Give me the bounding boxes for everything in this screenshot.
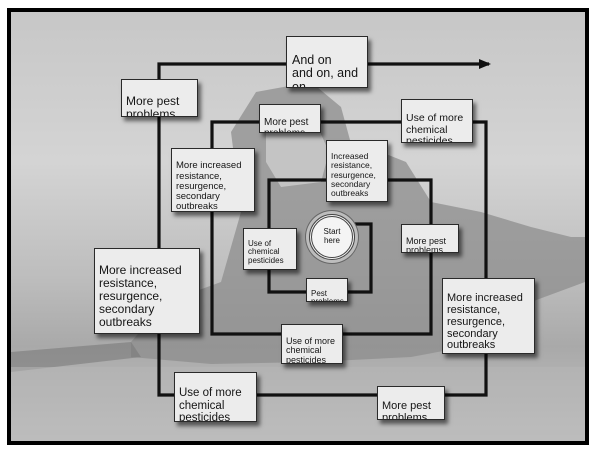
box-more-pest-problems-bottom: More pest problems	[377, 386, 445, 420]
start-here-label: Start here	[323, 227, 341, 245]
box-use-of-more-chemical-bottom: Use of more chemical pesticides	[281, 324, 343, 364]
box-more-pest-problems-top-left-label: More pest problems	[126, 93, 180, 117]
start-here-circle: Start here	[309, 214, 355, 260]
box-use-of-more-chemical-bottom-left-label: Use of more chemical pesticides	[179, 387, 242, 422]
box-more-pest-problems-top: More pest problems	[259, 104, 321, 133]
box-use-of-more-chemical-top-right-label: Use of more chemical pesticides	[406, 112, 464, 143]
box-pest-problems-label: Pest problems	[311, 288, 344, 302]
box-more-increased-resistance-inner-label: More increased resistance, resurgence, s…	[176, 160, 242, 212]
box-use-of-more-chemical-bottom-label: Use of more chemical pesticides	[286, 335, 336, 364]
box-increased-resistance: Increased resistance, resurgence, second…	[326, 140, 388, 202]
boom-silhouette	[11, 342, 141, 372]
box-more-pest-problems-top-label: More pest problems	[264, 116, 309, 132]
image-frame: Start here Use of chemical pesticides Pe…	[7, 8, 589, 445]
ground-band	[11, 367, 585, 441]
box-use-of-chemical-pesticides-label: Use of chemical pesticides	[248, 238, 284, 265]
box-more-increased-resistance-inner: More increased resistance, resurgence, s…	[171, 148, 255, 212]
box-increased-resistance-label: Increased resistance, resurgence, second…	[331, 151, 376, 198]
box-more-increased-resistance-right: More increased resistance, resurgence, s…	[442, 278, 535, 354]
box-more-increased-resistance-right-label: More increased resistance, resurgence, s…	[447, 291, 523, 352]
box-more-pest-problems-bottom-label: More pest problems	[382, 399, 431, 420]
box-more-increased-resistance-left: More increased resistance, resurgence, s…	[94, 248, 200, 334]
box-use-of-chemical-pesticides: Use of chemical pesticides	[243, 228, 297, 270]
box-use-of-more-chemical-top-right: Use of more chemical pesticides	[401, 99, 473, 143]
box-pest-problems: Pest problems	[306, 278, 348, 302]
box-and-on-and-on: And on and on, and on...	[286, 36, 368, 88]
box-use-of-more-chemical-bottom-left: Use of more chemical pesticides	[174, 372, 257, 422]
box-more-increased-resistance-left-label: More increased resistance, resurgence, s…	[99, 262, 182, 329]
box-and-on-and-on-label: And on and on, and on...	[292, 52, 359, 88]
box-more-pest-problems-inner-label: More pest problems	[406, 235, 447, 253]
diagram-stage: Start here Use of chemical pesticides Pe…	[11, 12, 585, 441]
box-more-pest-problems-top-left: More pest problems	[121, 79, 198, 117]
box-more-pest-problems-inner: More pest problems	[401, 224, 459, 253]
